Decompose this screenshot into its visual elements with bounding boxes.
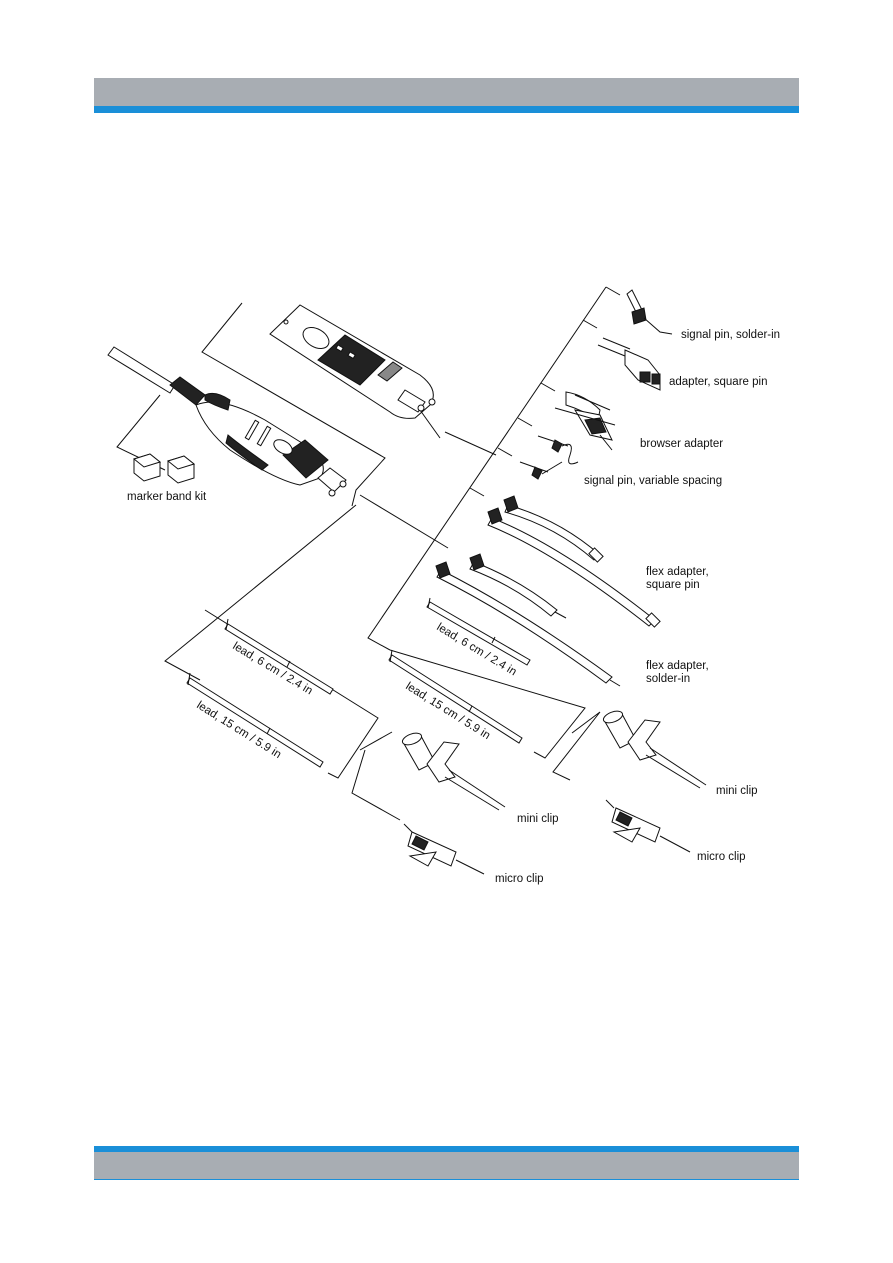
signal-pin-solder-in	[626, 289, 673, 335]
label-signal-pin-variable-spacing: signal pin, variable spacing	[584, 475, 722, 487]
probe-head	[269, 304, 441, 439]
footer-bottom-rule	[94, 1179, 799, 1180]
header-accent-line	[94, 106, 799, 113]
header-bar	[94, 78, 799, 106]
flex-adapter-square-pin	[487, 495, 661, 628]
mini-clip-left	[401, 732, 506, 811]
label-lead-6cm-left: lead, 6 cm / 2.4 in	[230, 640, 314, 697]
label-flex-adapter-solder-in-1: flex adapter,	[646, 660, 709, 672]
lead-15cm-left	[186, 672, 324, 768]
label-marker-band-kit: marker band kit	[127, 491, 207, 503]
micro-clip-right	[605, 799, 691, 853]
label-flex-adapter-square-pin-1: flex adapter,	[646, 566, 709, 578]
lead-6cm-left	[224, 618, 334, 695]
adapter-square-pin	[597, 337, 661, 391]
label-mini-clip-left: mini clip	[517, 813, 559, 825]
micro-clip-left	[403, 823, 485, 875]
label-micro-clip-left: micro clip	[495, 873, 544, 885]
label-flex-adapter-solder-in-2: solder-in	[646, 673, 690, 685]
label-browser-adapter: browser adapter	[640, 438, 723, 450]
lead-6cm-right	[426, 597, 531, 666]
marker-band-kit	[132, 453, 196, 484]
label-mini-clip-right: mini clip	[716, 785, 758, 797]
label-signal-pin-solder-in: signal pin, solder-in	[681, 329, 780, 341]
probe-cable	[107, 346, 347, 497]
signal-pin-variable-spacing	[519, 435, 579, 480]
footer-accent-line	[94, 1146, 799, 1152]
label-flex-adapter-square-pin-2: square pin	[646, 579, 700, 591]
label-micro-clip-right: micro clip	[697, 851, 746, 863]
footer-bar	[94, 1152, 799, 1179]
mini-clip-right	[602, 710, 707, 789]
browser-adapter	[554, 391, 616, 451]
flex-adapter-solder-in	[435, 553, 621, 687]
lead-15cm-right	[388, 649, 523, 744]
label-adapter-square-pin: adapter, square pin	[669, 376, 767, 388]
